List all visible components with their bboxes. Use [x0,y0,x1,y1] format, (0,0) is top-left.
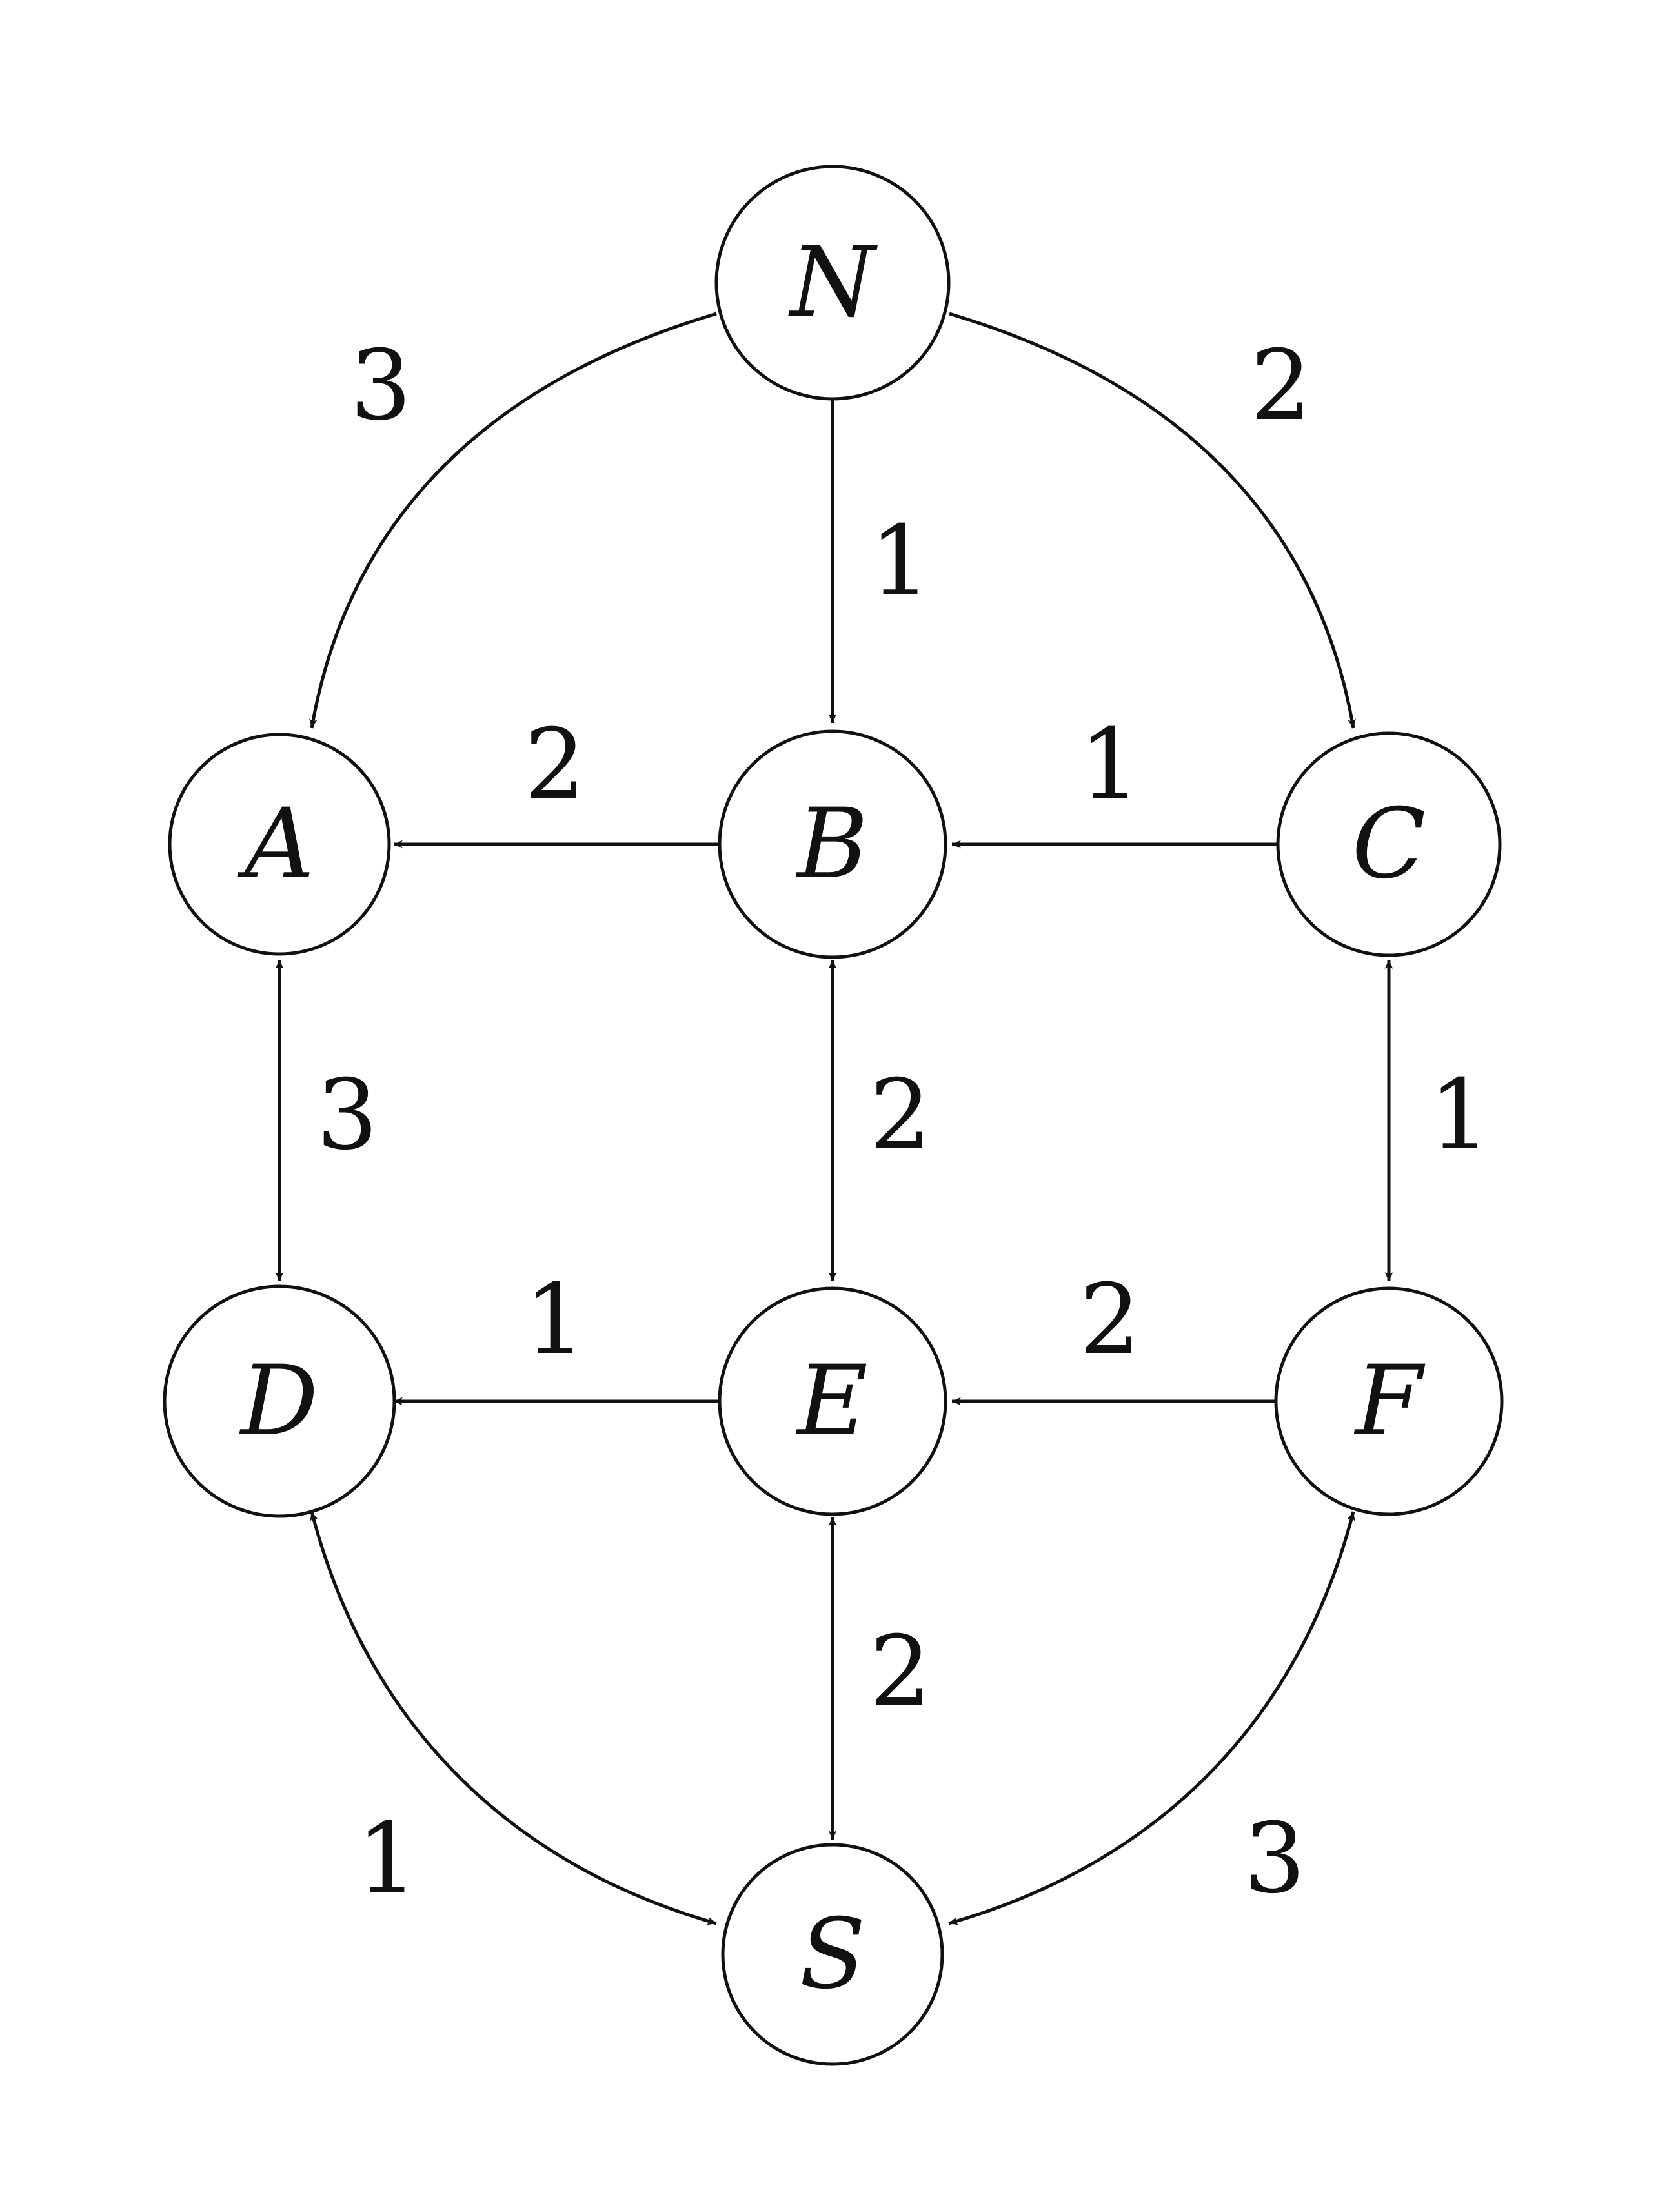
node-d-label: D [239,1345,318,1457]
node-e-circle [718,1286,947,1516]
edge-f-s [948,1511,1355,1925]
weight-c-f: 1 [1429,1059,1490,1172]
node-f: F [1274,1286,1504,1516]
weight-n-a: 3 [350,330,411,442]
edge-d-s [310,1511,717,1925]
weight-b-a: 2 [524,709,585,821]
edge-n-c [949,312,1356,729]
node-b: B [718,729,947,959]
node-n-circle [714,165,951,401]
node-d-circle [163,1284,396,1518]
node-s: S [721,1843,944,2066]
node-c: C [1276,731,1502,957]
node-n: N [714,165,951,401]
weight-c-b: 1 [1079,709,1140,821]
weight-n-b: 1 [869,505,931,618]
edge-n-a [309,312,717,729]
node-d: D [163,1284,396,1518]
node-c-label: C [1352,788,1426,900]
weight-a-d: 3 [316,1059,378,1172]
node-e-label: E [795,1345,868,1457]
node-b-label: B [795,788,868,900]
node-n-label: N [788,227,878,339]
weight-b-e: 2 [869,1059,931,1172]
weight-f-s: 3 [1244,1803,1305,1915]
weight-n-c: 2 [1250,330,1311,442]
node-a-label: A [237,788,314,900]
node-f-circle [1274,1286,1504,1516]
node-a-circle [168,733,391,956]
node-e: E [718,1286,947,1516]
edge-weights: 3 1 2 2 1 3 2 1 1 2 1 2 3 [316,330,1490,1915]
node-s-label: S [800,1898,866,2011]
weight-f-e: 2 [1079,1264,1140,1376]
edges [275,312,1393,1925]
weight-d-s: 1 [356,1803,418,1915]
weight-e-s: 2 [869,1616,931,1728]
weight-e-d: 1 [524,1264,585,1376]
nodes: N A B C D E F S [163,165,1504,2066]
node-f-label: F [1353,1345,1426,1457]
node-s-circle [721,1843,944,2066]
node-b-circle [718,729,947,959]
node-a: A [168,733,391,956]
node-c-circle [1276,731,1502,957]
